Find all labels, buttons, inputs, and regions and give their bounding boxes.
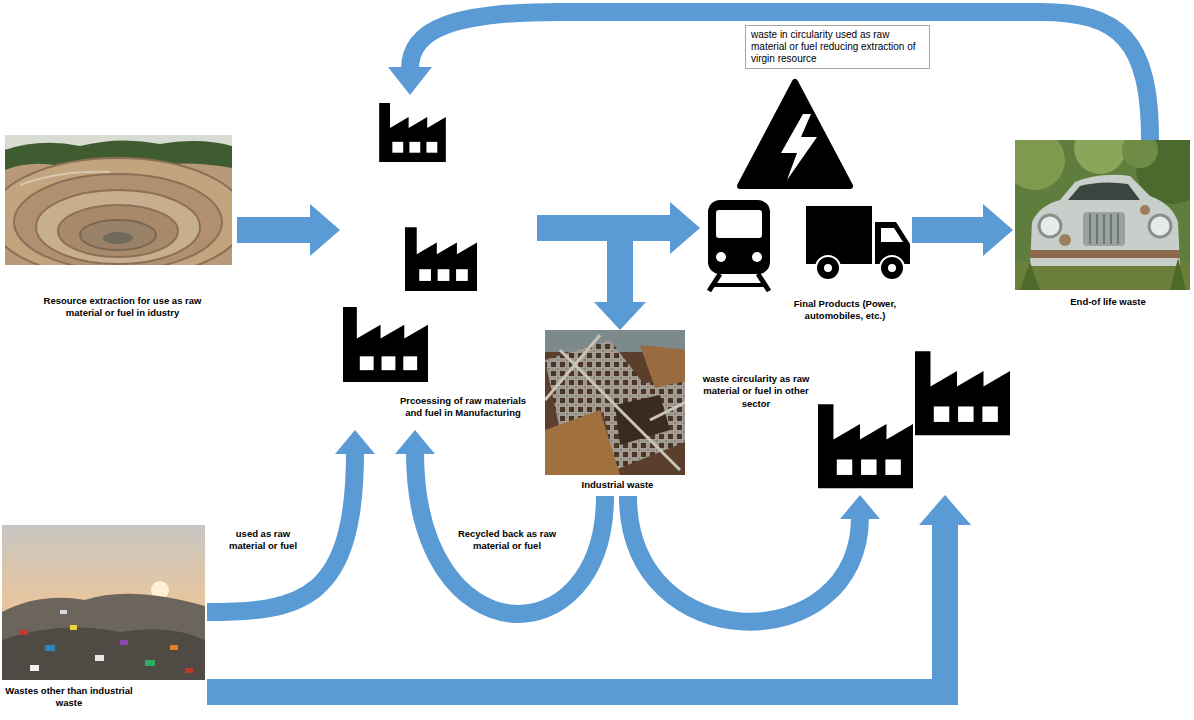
arrow-shaft (207, 523, 945, 692)
node-label: Final Products (Power, automobiles, etc.… (780, 298, 910, 323)
products-node: Final Products (Power, automobiles, etc.… (700, 72, 912, 327)
node-label: End-of life waste (1033, 296, 1183, 308)
arrow-head (310, 204, 340, 256)
arrow-head (594, 302, 646, 330)
arrow-head (388, 67, 432, 95)
arrow-head (395, 430, 435, 454)
car-photo (1015, 140, 1190, 290)
mine-node: Resource extraction for use as raw mater… (5, 135, 237, 330)
flow-arrow (537, 228, 646, 330)
landfill-photo (2, 525, 205, 680)
edge-label: used as raw material or fuel (222, 528, 304, 553)
end-of-life-node: End-of life waste (1013, 140, 1190, 315)
other-sector-node: waste circularity as raw material or fue… (695, 345, 1015, 495)
train-icon (708, 200, 770, 291)
factory-icon (343, 307, 428, 382)
node-label: Industrial waste (550, 479, 685, 491)
arrow-head (670, 202, 700, 254)
truck-icon (806, 206, 910, 280)
arrow-shaft (912, 217, 985, 243)
factory-icon (818, 404, 913, 488)
flow-arrow (912, 204, 1013, 256)
flow-arrow (388, 12, 1150, 140)
flow-arrow (207, 495, 971, 692)
industrial-waste-node: Industrial waste (545, 330, 690, 496)
manufacturing-node: Prcoessing of raw materials and fuel in … (340, 95, 537, 430)
node-label: Resource extraction for use as raw mater… (30, 295, 215, 320)
flow-arrow (207, 430, 375, 612)
arrow-head (919, 495, 971, 525)
scrap-photo (545, 330, 685, 475)
edge-label: waste in circularity used as raw materia… (745, 25, 930, 69)
mine-photo (5, 135, 232, 265)
arrow-head (840, 495, 880, 519)
node-label: waste circularity as raw material or fue… (701, 373, 811, 410)
arrow-shaft (207, 452, 355, 612)
edge-label: Recycled back as raw material or fuel (452, 528, 562, 553)
flow-arrow (237, 204, 340, 256)
arrow-shaft (237, 217, 312, 243)
flow-arrow (395, 430, 605, 614)
arrow-shaft (410, 12, 1150, 140)
other-waste-node: Wastes other than industrial waste (0, 525, 207, 714)
arrow-head (983, 204, 1013, 256)
node-label: Prcoessing of raw materials and fuel in … (392, 395, 534, 420)
arrow-shaft (415, 452, 605, 614)
arrow-shaft (628, 496, 860, 622)
factory-icon (915, 351, 1010, 435)
arrow-shaft (537, 228, 620, 304)
node-label: Wastes other than industrial waste (4, 685, 134, 710)
arrow-head (335, 430, 375, 454)
factory-icon (405, 227, 477, 291)
power-icon (740, 82, 850, 186)
flow-arrow (628, 495, 880, 622)
factory-icon (379, 103, 446, 162)
